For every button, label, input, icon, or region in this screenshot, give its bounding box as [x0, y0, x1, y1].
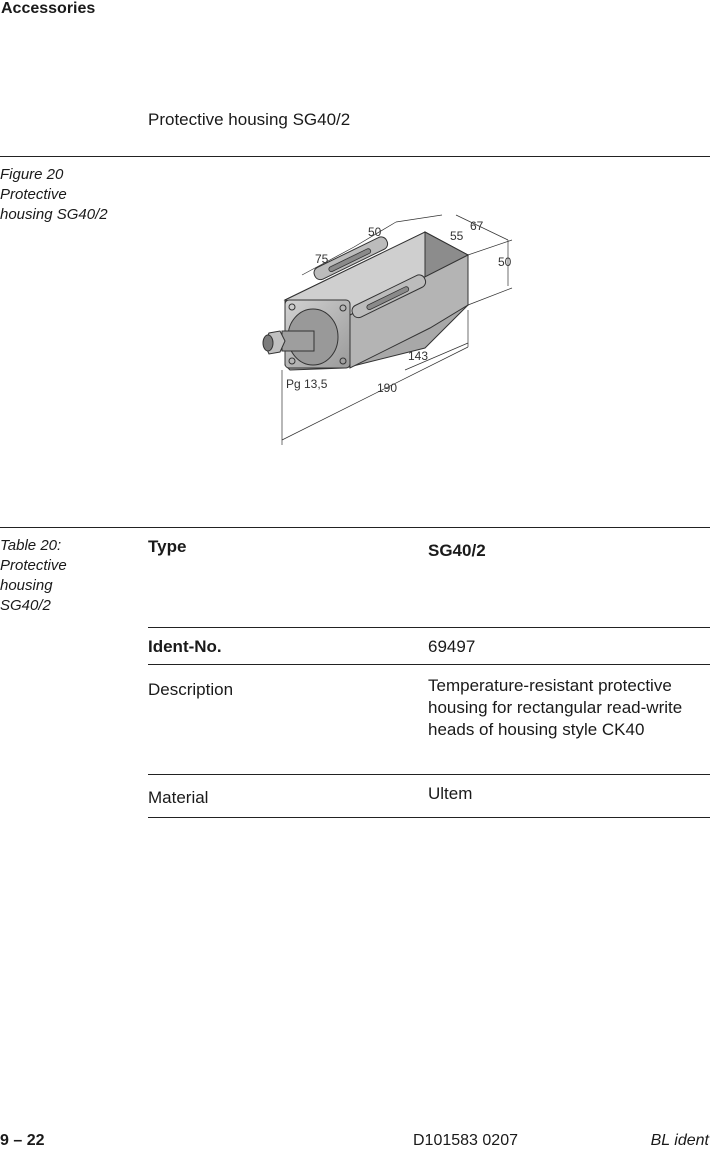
figure-caption: Figure 20 Protective housing SG40/2	[0, 165, 140, 225]
dimension-label: 67	[470, 219, 484, 233]
dimension-label: 50	[368, 225, 382, 239]
table-caption: Table 20: Protective housing SG40/2	[0, 536, 120, 616]
page-number: 9 – 22	[0, 1132, 45, 1149]
table-caption-line: Table 20:	[0, 537, 62, 554]
product-name: BL ident	[650, 1132, 709, 1149]
table-row-label: Description	[148, 680, 234, 699]
table-row-label: Ident-No.	[148, 637, 222, 656]
dimension-label: 190	[377, 381, 397, 395]
table-divider	[148, 774, 710, 775]
dimension-label: 75	[315, 252, 329, 266]
table-caption-line: SG40/2	[0, 597, 51, 614]
dimension-label: 143	[408, 349, 428, 363]
dimension-lines	[281, 214, 513, 445]
mounting-bracket-right	[351, 274, 427, 319]
table-caption-line: Protective	[0, 557, 67, 574]
table-divider-bottom	[148, 817, 710, 818]
figure-caption-line: housing SG40/2	[0, 206, 108, 223]
mounting-bracket-left	[313, 236, 389, 281]
figure-caption-line: Protective	[0, 186, 67, 203]
cable-gland	[262, 308, 339, 366]
figure-caption-line: Figure 20	[0, 166, 64, 183]
document-id: D101583 0207	[413, 1132, 518, 1149]
dimension-label: Pg 13,5	[286, 377, 328, 391]
header-title: Accessories	[1, 0, 96, 17]
table-row-value: Ultem	[428, 784, 473, 803]
table-caption-line: housing	[0, 577, 53, 594]
table-row-label: Type	[148, 537, 187, 556]
divider-top	[0, 156, 710, 157]
table-divider	[148, 627, 710, 628]
table-row-value: 69497	[428, 637, 476, 656]
table-row-value: Temperature-resistant protective housing…	[428, 676, 683, 739]
table-divider	[148, 664, 710, 665]
section-heading: Protective housing SG40/2	[148, 110, 351, 129]
table-row-label: Material	[148, 788, 209, 807]
dimension-label: 50	[498, 255, 512, 269]
table-row-value: SG40/2	[428, 541, 486, 560]
housing-drawing: 75 50 55 67 50 143 190 Pg 13,5	[262, 214, 513, 445]
dimension-label: 55	[450, 229, 464, 243]
divider-table-top	[0, 527, 710, 528]
